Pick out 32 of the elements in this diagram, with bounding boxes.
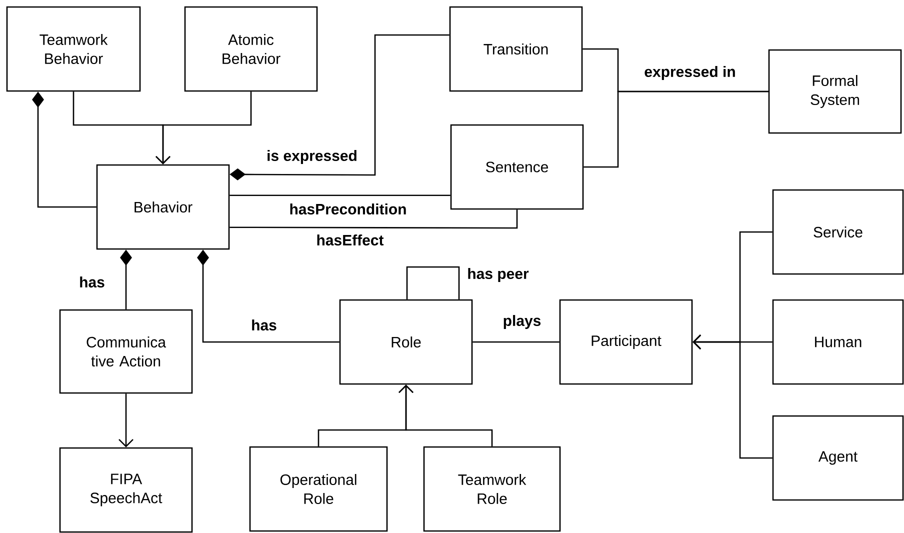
class-box: Communica tive Action bbox=[59, 309, 193, 394]
edge-label: has bbox=[78, 276, 106, 288]
edge-label: hasEffect bbox=[315, 234, 385, 246]
connector bbox=[230, 210, 518, 229]
edge-label: hasPrecondition bbox=[288, 202, 408, 216]
connector bbox=[692, 334, 772, 459]
class-box: Operational Role bbox=[249, 446, 388, 532]
class-box: Atomic Behavior bbox=[184, 6, 318, 92]
connector bbox=[472, 341, 560, 343]
connector bbox=[118, 394, 134, 448]
class-box: Agent bbox=[772, 415, 904, 501]
class-box: Sentence bbox=[450, 124, 584, 210]
connector bbox=[584, 90, 768, 168]
class-box: FIPA SpeechAct bbox=[59, 447, 193, 533]
edge-label: expressed in bbox=[643, 65, 737, 81]
connector bbox=[156, 92, 252, 164]
class-box: Teamwork Role bbox=[423, 446, 561, 532]
edge-label: has peer bbox=[466, 267, 530, 283]
edge-label: has bbox=[250, 318, 278, 332]
class-box: Service bbox=[772, 189, 904, 275]
class-box: Role bbox=[339, 299, 473, 385]
connector bbox=[398, 384, 493, 446]
class-box: Human bbox=[772, 299, 904, 385]
class-box: Formal System bbox=[768, 49, 902, 134]
edge-label: is expressed bbox=[266, 149, 358, 165]
class-box: Transition bbox=[449, 6, 583, 92]
class-box: Participant bbox=[559, 299, 693, 385]
class-box: Behavior bbox=[96, 164, 230, 250]
connector bbox=[230, 194, 450, 196]
edge-label: plays bbox=[502, 314, 542, 330]
connector bbox=[406, 266, 460, 300]
class-box: Teamwork Behavior bbox=[6, 6, 141, 92]
